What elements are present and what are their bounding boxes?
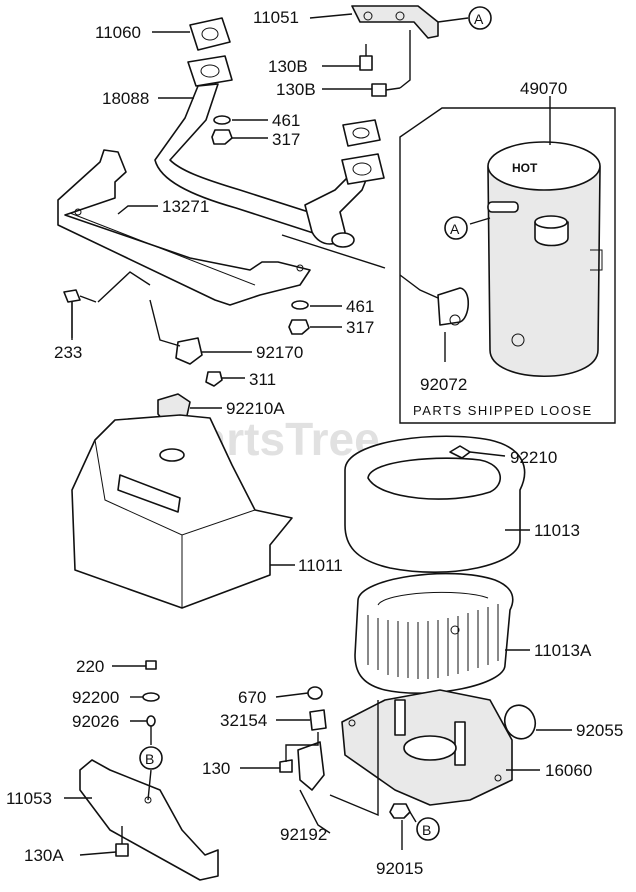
exhaust-pipe <box>154 55 385 248</box>
fitting-parts <box>279 686 327 791</box>
plate-11053 <box>79 759 219 881</box>
gasket-11060 <box>189 17 231 51</box>
label-233: 233 <box>54 343 82 362</box>
clamp-92170 <box>175 337 223 387</box>
svg-text:A: A <box>450 221 460 237</box>
label-92072: 92072 <box>420 375 467 394</box>
ref-callout-a-top: A <box>468 6 492 30</box>
parts-shipped-loose-box: PARTS SHIPPED LOOSE <box>399 107 616 424</box>
label-311: 311 <box>249 370 276 389</box>
heat-shield <box>57 149 311 306</box>
ref-callout-b-left: B <box>139 746 163 770</box>
muffler-clamp <box>437 287 470 362</box>
svg-text:A: A <box>474 11 484 27</box>
nut-92015 <box>389 803 411 819</box>
label-130a: 130A <box>24 846 64 865</box>
label-92192: 92192 <box>280 825 327 844</box>
foam-element <box>344 435 526 574</box>
svg-text:B: B <box>422 822 431 838</box>
nut-washer-lower <box>288 300 310 335</box>
label-461-1: 461 <box>272 111 300 130</box>
ref-callout-b-bottom: B <box>416 817 440 841</box>
label-11053: 11053 <box>6 789 52 808</box>
box-caption: PARTS SHIPPED LOOSE <box>413 403 593 418</box>
label-92210a: 92210A <box>226 399 285 418</box>
label-670: 670 <box>238 688 266 707</box>
ref-callout-a-box: A <box>444 216 468 240</box>
paper-element <box>354 572 514 694</box>
label-11051: 11051 <box>253 8 299 27</box>
bracket-11051 <box>351 5 439 39</box>
label-32154: 32154 <box>220 711 267 730</box>
leader-lines <box>64 13 572 856</box>
label-11060: 11060 <box>95 23 141 42</box>
label-130b-2: 130B <box>276 80 316 99</box>
bolts-130b <box>359 44 401 97</box>
label-11011: 11011 <box>298 556 343 575</box>
label-92170: 92170 <box>256 343 303 362</box>
svg-text:HOT: HOT <box>512 161 538 175</box>
label-11013: 11013 <box>534 521 580 540</box>
label-13271: 13271 <box>162 197 209 216</box>
label-317-2: 317 <box>346 318 374 337</box>
label-461-2: 461 <box>346 297 374 316</box>
bolt-233 <box>63 289 97 340</box>
label-16060: 16060 <box>545 761 592 780</box>
label-130: 130 <box>202 759 230 778</box>
air-cleaner-base <box>341 689 513 806</box>
label-92015: 92015 <box>376 859 423 878</box>
muffler: HOT <box>487 141 603 378</box>
o-ring <box>503 704 537 740</box>
label-92200: 92200 <box>72 688 119 707</box>
air-cleaner-cover <box>71 414 293 609</box>
label-49070: 49070 <box>520 79 567 98</box>
label-92210: 92210 <box>510 448 557 467</box>
label-220: 220 <box>76 657 104 676</box>
nut-washer-upper <box>211 115 233 145</box>
label-11013a: 11013A <box>534 641 592 660</box>
small-hardware <box>142 660 160 727</box>
label-92055: 92055 <box>576 721 623 740</box>
svg-text:B: B <box>145 751 154 767</box>
part-labels: 11060 11051 130B 130B 49070 18088 461 31… <box>6 8 623 878</box>
label-130b-1: 130B <box>268 57 308 76</box>
label-18088: 18088 <box>102 89 149 108</box>
label-92026: 92026 <box>72 712 119 731</box>
label-317-1: 317 <box>272 130 300 149</box>
